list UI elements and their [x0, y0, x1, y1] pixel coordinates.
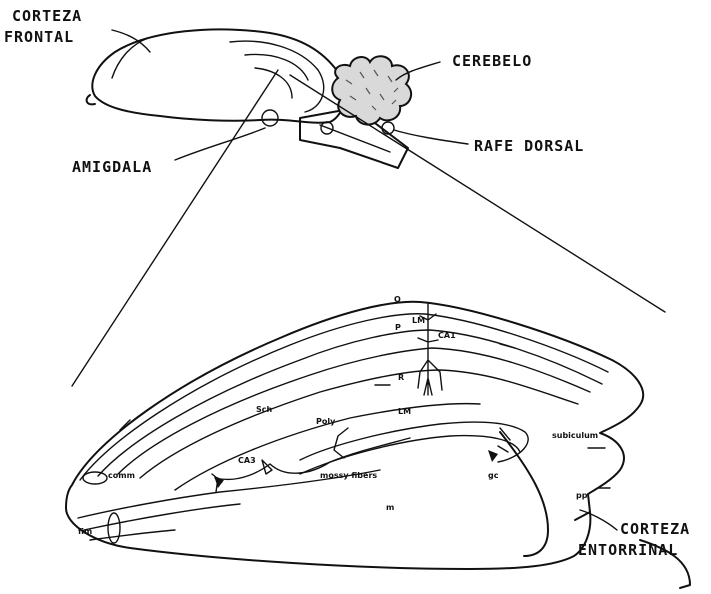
zoom-line-right	[290, 75, 665, 312]
hc-label-ca1: CA1	[438, 331, 456, 340]
label-corteza-frontal-2: FRONTAL	[4, 28, 74, 46]
hc-label-pp: pp	[576, 491, 588, 500]
label-cerebelo: CEREBELO	[452, 52, 532, 70]
label-amigdala: AMIGDALA	[72, 158, 152, 176]
hc-label-r: R	[398, 373, 404, 382]
hc-label-fim: fim	[78, 527, 92, 536]
label-corteza-frontal-1: CORTEZA	[12, 7, 82, 25]
hc-label-mf: mossy fibers	[320, 471, 377, 480]
hc-label-gc: gc	[488, 471, 499, 480]
hc-label-sch: Sch	[256, 405, 273, 414]
hc-label-lm-top: LM	[412, 316, 425, 325]
label-rafe-dorsal: RAFE DORSAL	[474, 137, 584, 155]
hc-label-subiculum: subiculum	[552, 431, 598, 440]
brain-outline	[87, 29, 345, 134]
hc-label-o: O	[394, 295, 401, 304]
hc-label-lm: LM	[398, 407, 411, 416]
cerebellum	[332, 56, 411, 124]
hc-label-comm: comm	[108, 471, 135, 480]
label-corteza-entorrinal-2: ENTORRINAL	[578, 541, 678, 559]
hc-label-ca3: CA3	[238, 456, 256, 465]
hc-label-poly: Poly	[316, 417, 336, 426]
label-corteza-entorrinal-1: CORTEZA	[620, 520, 690, 538]
hc-label-p: P	[395, 323, 401, 332]
hc-label-m: m	[386, 503, 394, 512]
